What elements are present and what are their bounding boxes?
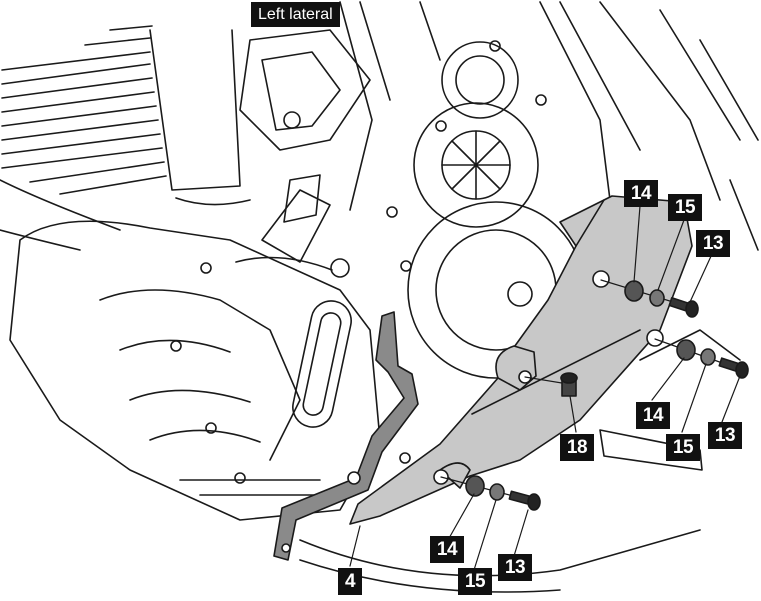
callout-14-top: 14 [624,180,658,207]
view-title: Left lateral [251,2,340,27]
callout-13-bot: 13 [498,554,532,581]
fastener-set-top [600,279,699,318]
fastener-18 [524,372,578,397]
callout-15-mid: 15 [666,434,700,461]
callout-15-bot: 15 [458,568,492,595]
callout-14-bot: 14 [430,536,464,563]
callout-4: 4 [338,568,362,595]
fastener-set-mid [654,338,749,379]
callout-13-mid: 13 [708,422,742,449]
guard-bracket [273,311,419,561]
frame-tubes [0,1,759,251]
engine-crankcase [9,220,411,521]
exhaust-pipe [299,329,741,593]
radiator-fins [1,25,167,195]
fastener-set-bot [440,475,541,511]
upper-engine-parts [235,29,371,278]
callout-13-top: 13 [696,230,730,257]
callout-14-mid: 14 [636,402,670,429]
callout-18: 18 [560,434,594,461]
callout-15-top: 15 [668,194,702,221]
leader-lines [349,205,741,571]
